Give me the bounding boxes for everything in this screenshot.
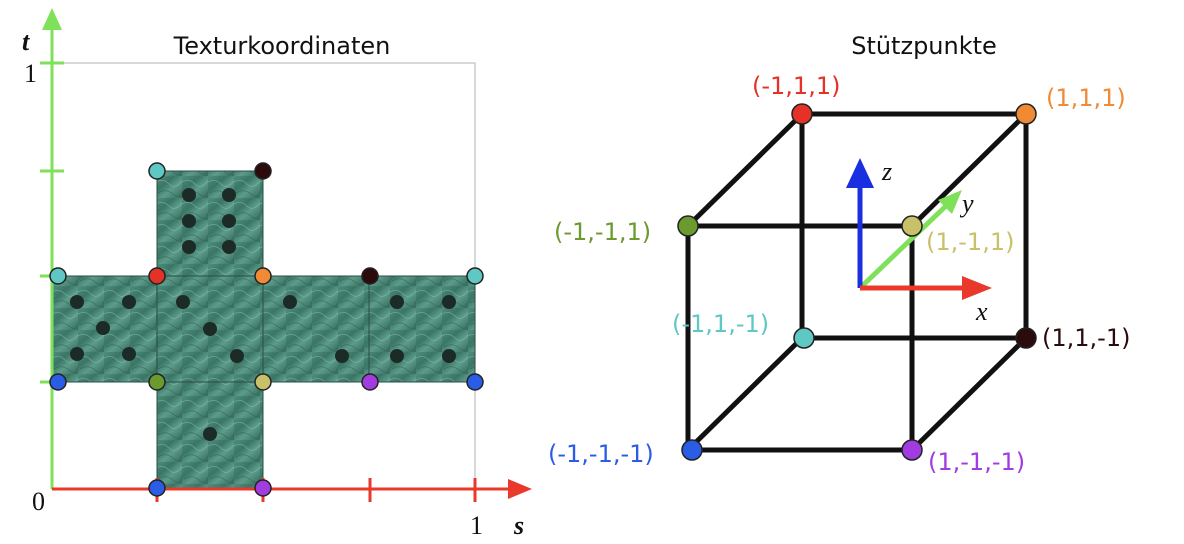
- pip: [442, 295, 456, 309]
- pip: [222, 188, 236, 202]
- texture-panel-title: Texturkoordinaten: [173, 32, 391, 60]
- pip: [283, 295, 297, 309]
- tex-dot-red: [148, 267, 166, 285]
- pip: [182, 214, 196, 228]
- pip: [70, 295, 84, 309]
- vertex-dot-1-1-1: [1015, 103, 1037, 125]
- pip: [390, 295, 404, 309]
- die-face-top: [156, 170, 264, 278]
- pip: [122, 347, 136, 361]
- vertex-dot-neg1-neg1-1: [677, 215, 699, 237]
- pip: [182, 240, 196, 254]
- tex-dot-khaki: [254, 373, 272, 391]
- vertex-dot-1-neg1-1: [901, 215, 923, 237]
- pip: [96, 321, 110, 335]
- vertex-label-neg1-1-neg1: (-1,1,-1): [672, 310, 769, 338]
- pip: [203, 322, 217, 336]
- pip: [335, 349, 349, 363]
- vertex-label-neg1-neg1-neg1: (-1,-1,-1): [548, 440, 654, 468]
- die-face-right: [262, 275, 370, 383]
- cube-edges: [685, 111, 1029, 453]
- y-axis-arrow: [858, 202, 950, 290]
- vertex-label-1-neg1-1: (1,-1,1): [926, 228, 1014, 256]
- tex-dot-cyan: [466, 267, 484, 285]
- y-axis-label: y: [959, 189, 974, 218]
- vertex-dot-neg1-neg1-neg1: [681, 439, 703, 461]
- t-one-label: 1: [24, 59, 37, 88]
- vertex-label-neg1-neg1-1: (-1,-1,1): [554, 218, 651, 246]
- tex-dot-darkred: [254, 162, 272, 180]
- tex-dot-blue: [49, 373, 67, 391]
- texture-corner-dots: [49, 162, 484, 497]
- tex-dot-blue: [148, 479, 166, 497]
- vertex-label-neg1-1-1: (-1,1,1): [752, 72, 840, 100]
- texture-panel: Texturkoordinaten: [22, 8, 532, 540]
- x-axis-label: x: [975, 297, 988, 326]
- die-face-far-right: [368, 275, 476, 383]
- tex-dot-darkred: [361, 267, 379, 285]
- cube-vertex-labels: (-1,1,1) (1,1,1) (-1,-1,1) (1,-1,1) (-1,…: [548, 72, 1130, 476]
- tex-dot-purple: [254, 479, 272, 497]
- pip: [122, 295, 136, 309]
- pip: [390, 349, 404, 363]
- cube-axes: [846, 158, 992, 300]
- vertex-label-1-1-1: (1,1,1): [1046, 84, 1126, 112]
- s-axis: [52, 478, 532, 502]
- pip: [222, 240, 236, 254]
- die-pips: [70, 188, 456, 441]
- tex-dot-green: [148, 373, 166, 391]
- t-axis-label: t: [22, 27, 30, 56]
- origin-label: 0: [32, 487, 45, 516]
- pip: [222, 214, 236, 228]
- pip: [176, 295, 190, 309]
- pip: [203, 427, 217, 441]
- cube-vertex-dots: [677, 103, 1037, 461]
- vertex-dot-1-1-neg1: [1015, 327, 1037, 349]
- vertex-dot-1-neg1-neg1: [901, 439, 923, 461]
- t-axis: [40, 8, 64, 489]
- die-face-left: [51, 275, 159, 383]
- tex-dot-cyan: [148, 162, 166, 180]
- vertex-dot-neg1-1-neg1: [793, 327, 815, 349]
- s-axis-label: s: [513, 511, 524, 540]
- tex-dot-purple: [361, 373, 379, 391]
- vertex-label-1-neg1-neg1: (1,-1,-1): [928, 448, 1025, 476]
- s-one-label: 1: [470, 511, 483, 540]
- vertex-dot-neg1-1-1: [791, 103, 813, 125]
- pip: [182, 188, 196, 202]
- tex-dot-blue: [466, 373, 484, 391]
- z-axis-label: z: [881, 157, 892, 186]
- cube-panel: Stützpunkte z: [548, 32, 1130, 476]
- tex-dot-cyan: [49, 267, 67, 285]
- cube-panel-title: Stützpunkte: [851, 32, 997, 60]
- texture-cross: [51, 170, 476, 489]
- pip: [230, 349, 244, 363]
- pip: [70, 347, 84, 361]
- vertex-label-1-1-neg1: (1,1,-1): [1042, 324, 1130, 352]
- pip: [442, 349, 456, 363]
- tex-dot-orange: [254, 267, 272, 285]
